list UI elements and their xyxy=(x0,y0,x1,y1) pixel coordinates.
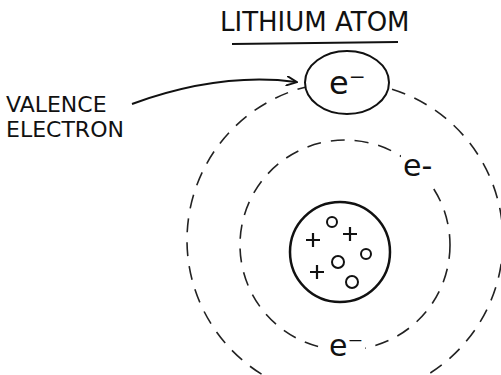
title: LITHIUM ATOM xyxy=(220,8,410,38)
electron-symbol: e⁻ xyxy=(329,64,366,102)
callout-label: VALENCE ELECTRON xyxy=(6,92,134,143)
electron-label: e- xyxy=(401,149,434,184)
inner-shell xyxy=(240,140,450,350)
nucleus xyxy=(290,202,390,302)
neutrons xyxy=(327,217,371,288)
leader-arrow xyxy=(132,80,296,104)
electron-label: e⁻ xyxy=(327,329,365,364)
outer-shell xyxy=(187,82,501,375)
valence-electron-circle: e⁻ xyxy=(303,49,391,116)
title-underline xyxy=(232,42,398,44)
protons xyxy=(306,227,357,279)
